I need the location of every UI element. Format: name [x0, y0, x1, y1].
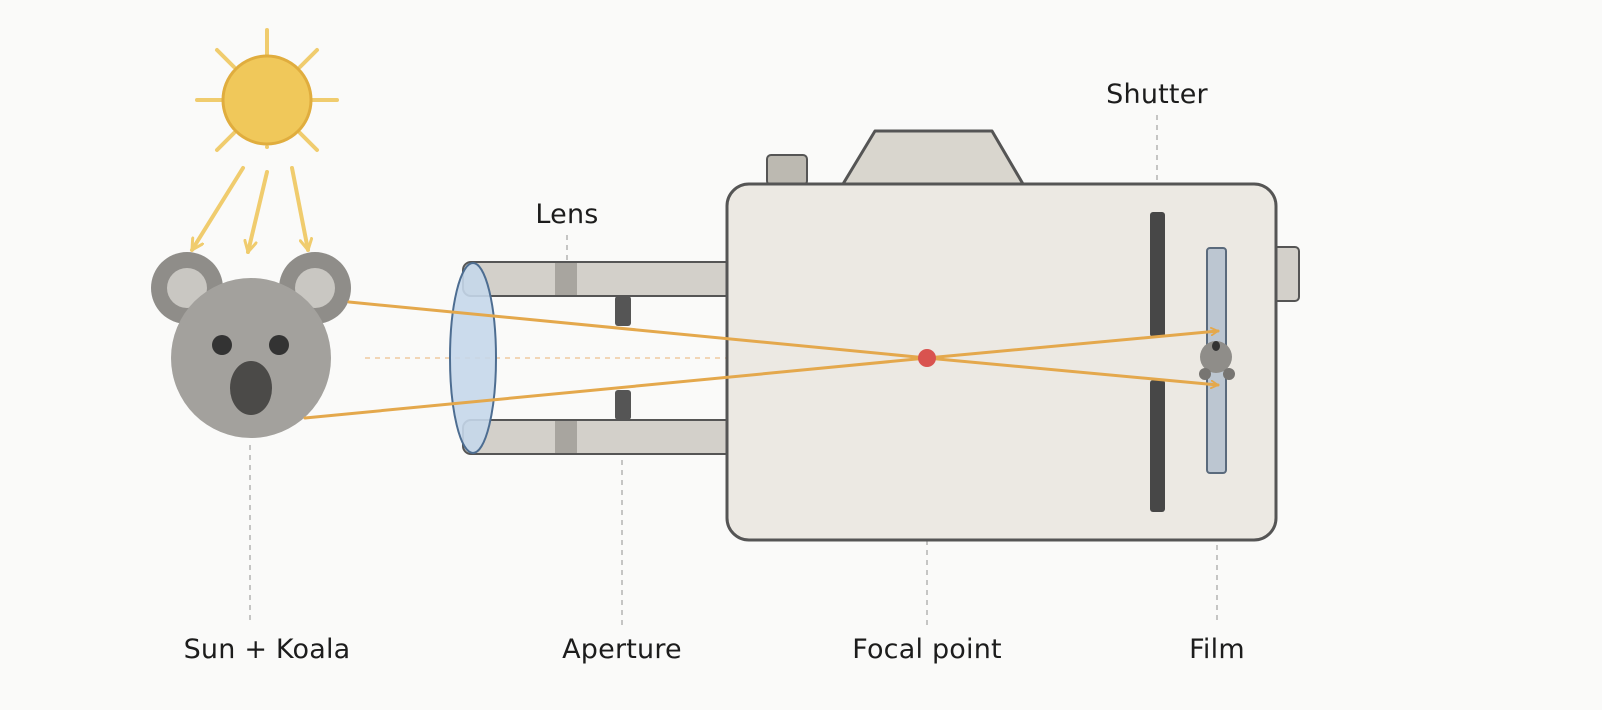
sun-icon — [195, 28, 339, 152]
light-ray-bottom-in — [303, 356, 929, 420]
focal-point-label: Focal point — [852, 634, 1002, 665]
light-rays — [303, 300, 1220, 420]
focal-point-dot — [918, 349, 936, 367]
aperture-label: Aperture — [562, 634, 682, 665]
sunlight-arrows — [190, 166, 308, 254]
camera-body — [725, 182, 1278, 542]
light-ray-top-out — [925, 356, 1220, 385]
inverted-koala-icon — [1199, 341, 1235, 380]
koala-icon — [151, 252, 351, 438]
shutter-release-button — [766, 154, 808, 186]
shutter-curtain — [1150, 212, 1165, 512]
light-ray-bottom-out — [925, 331, 1220, 360]
film-label: Film — [1189, 634, 1245, 665]
light-ray-top-in — [347, 300, 929, 360]
lens-icon — [449, 262, 497, 454]
shutter-label: Shutter — [1106, 79, 1208, 110]
sun-koala-label: Sun + Koala — [184, 634, 351, 665]
camera-icon — [725, 129, 1300, 542]
viewfinder-hump — [841, 129, 1025, 186]
aperture-blades — [615, 296, 631, 420]
lens-barrel — [462, 261, 734, 455]
lens-label: Lens — [535, 199, 598, 230]
